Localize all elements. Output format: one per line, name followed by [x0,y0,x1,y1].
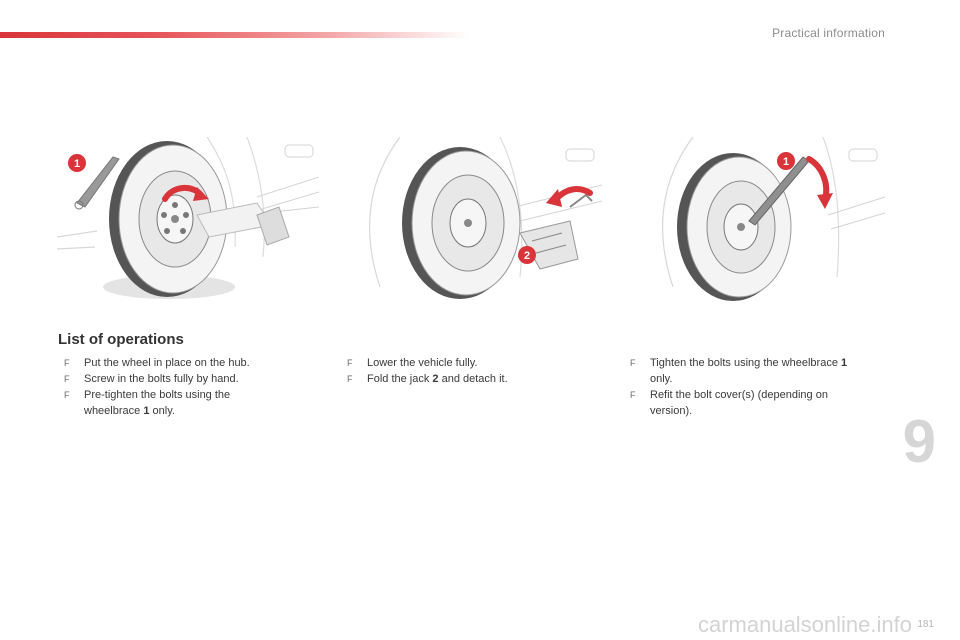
bullet-icon: F [347,358,353,368]
figure-1-callout: 1 [74,158,80,170]
bullet-icon: F [64,358,70,368]
figure-pre-tighten-bolts: 1 [57,137,319,305]
bullet-icon: F [64,374,70,384]
section-title: Practical information [772,26,885,40]
figure-3-callout: 1 [783,156,789,168]
chapter-number: 9 [902,408,936,475]
bullet-icon: F [347,374,353,384]
bullet-icon: F [630,358,636,368]
page-number: 181 [917,619,934,630]
bullet-icon: F [64,390,70,400]
section-heading: List of operations [58,331,184,348]
figure-lower-vehicle-fold-jack: 2 [340,137,602,305]
figure-tighten-bolts: 1 [623,137,885,305]
figure-2-callout: 2 [524,250,530,262]
header-accent-bar [0,32,470,38]
watermark: carmanualsonline.info [697,612,912,637]
bullet-icon: F [630,390,636,400]
